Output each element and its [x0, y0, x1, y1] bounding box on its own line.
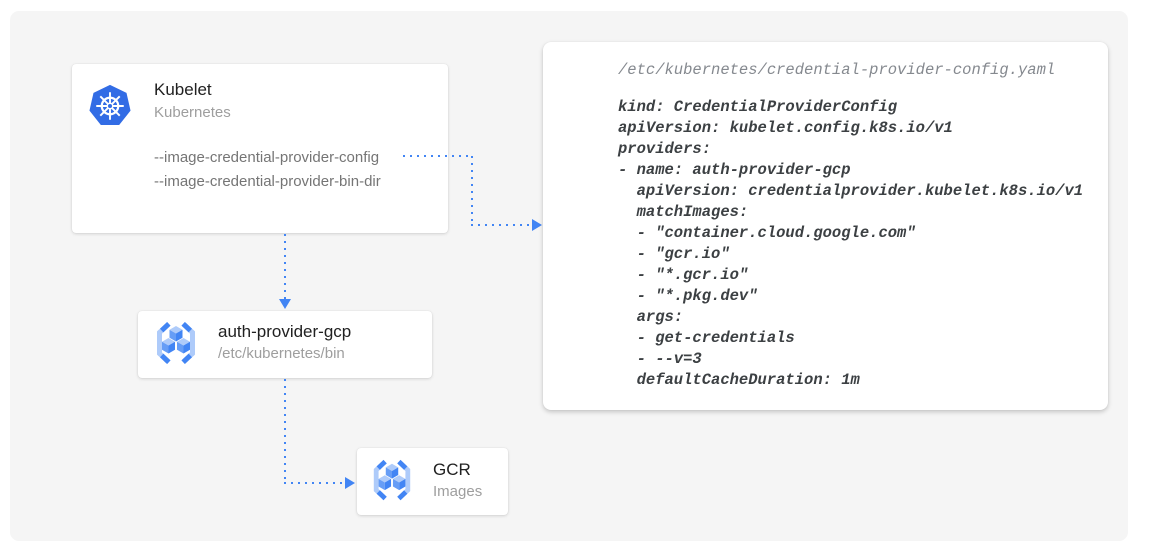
- config-file-path: /etc/kubernetes/credential-provider-conf…: [618, 61, 1056, 79]
- connector-auth-to-gcr-seg1: [284, 379, 286, 482]
- kubernetes-helm-icon: [88, 84, 132, 128]
- connector-config-to-yaml-seg3: [471, 224, 533, 226]
- kubelet-node-subtitle: Kubernetes: [154, 104, 231, 121]
- arrowhead-into-gcr-icon: [345, 477, 355, 489]
- auth-provider-gcp-node: auth-provider-gcp /etc/kubernetes/bin: [138, 311, 432, 378]
- gcr-node: GCR Images: [357, 448, 508, 515]
- kubelet-node-title: Kubelet: [154, 80, 212, 99]
- connector-auth-to-gcr-seg2: [284, 482, 346, 484]
- credential-provider-config-panel: /etc/kubernetes/credential-provider-conf…: [543, 42, 1108, 410]
- kubelet-node: Kubelet Kubernetes --image-credential-pr…: [72, 64, 448, 233]
- connector-config-to-yaml-seg1: [403, 155, 473, 157]
- arrowhead-into-auth-provider-icon: [279, 299, 291, 309]
- kubelet-flag-config: --image-credential-provider-config: [154, 149, 380, 166]
- auth-provider-node-title: auth-provider-gcp: [218, 322, 352, 341]
- auth-provider-node-subtitle: /etc/kubernetes/bin: [218, 345, 345, 362]
- gcr-node-subtitle: Images: [433, 483, 483, 500]
- connector-kubelet-to-auth-seg: [284, 234, 286, 300]
- config-yaml-content: kind: CredentialProviderConfig apiVersio…: [618, 98, 1084, 389]
- connector-config-to-yaml-seg2: [471, 156, 473, 225]
- container-registry-icon: [152, 320, 200, 368]
- kubelet-flags: --image-credential-provider-config --ima…: [154, 146, 381, 194]
- kubelet-flag-bin-dir: --image-credential-provider-bin-dir: [154, 173, 381, 190]
- container-registry-icon: [369, 458, 415, 504]
- arrowhead-into-yaml-panel-icon: [532, 219, 542, 231]
- gcr-node-title: GCR: [433, 460, 471, 479]
